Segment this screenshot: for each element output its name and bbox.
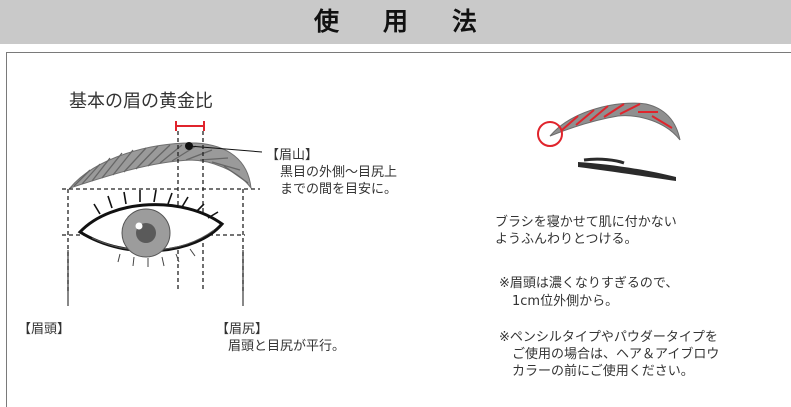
brow-peak-label: 【眉山】 [266,148,319,163]
brow-peak-desc-2: までの間を目安に。 [280,182,398,197]
eye-lashes-lower [117,248,196,267]
brow-head-highlight-circle [537,121,563,147]
brow-tail-desc: 眉頭と目尻が平行。 [228,339,346,354]
content-frame [6,52,791,407]
instruction-line-2: ようふんわりとつける。 [495,232,638,247]
brow-peak-pointer [188,145,263,153]
eyebrow-hair-strokes [73,144,249,187]
eyebrow-shape [68,142,252,190]
note-pencil-2: ご使用の場合は、ヘア＆アイブロウ [512,347,720,362]
note-brow-head-1: ※眉頭は濃くなりすぎるので、 [499,276,679,291]
brow-head-label: 【眉頭】 [18,322,71,337]
eyebrow-brush [578,162,676,181]
eyebrow-brush-handle [583,157,625,165]
eye-lashes-upper [93,189,219,219]
header-bar [0,0,791,44]
note-brow-head-2: 1cm位外側から。 [512,294,619,309]
brow-peak-marker [175,121,205,131]
note-pencil-3: カラーの前にご使用ください。 [512,364,694,379]
eye-highlight [135,222,143,230]
brow-tail-label: 【眉尻】 [216,322,269,337]
page-title: 使用法 [313,7,521,36]
note-pencil-1: ※ペンシルタイプやパウダータイプを [499,330,718,345]
golden-ratio-heading: 基本の眉の黄金比 [69,91,213,112]
applied-eyebrow-strokes [561,103,673,131]
brow-peak-desc-1: 黒目の外側〜目尻上 [280,165,398,180]
instruction-line-1: ブラシを寝かせて肌に付かない [495,215,677,230]
